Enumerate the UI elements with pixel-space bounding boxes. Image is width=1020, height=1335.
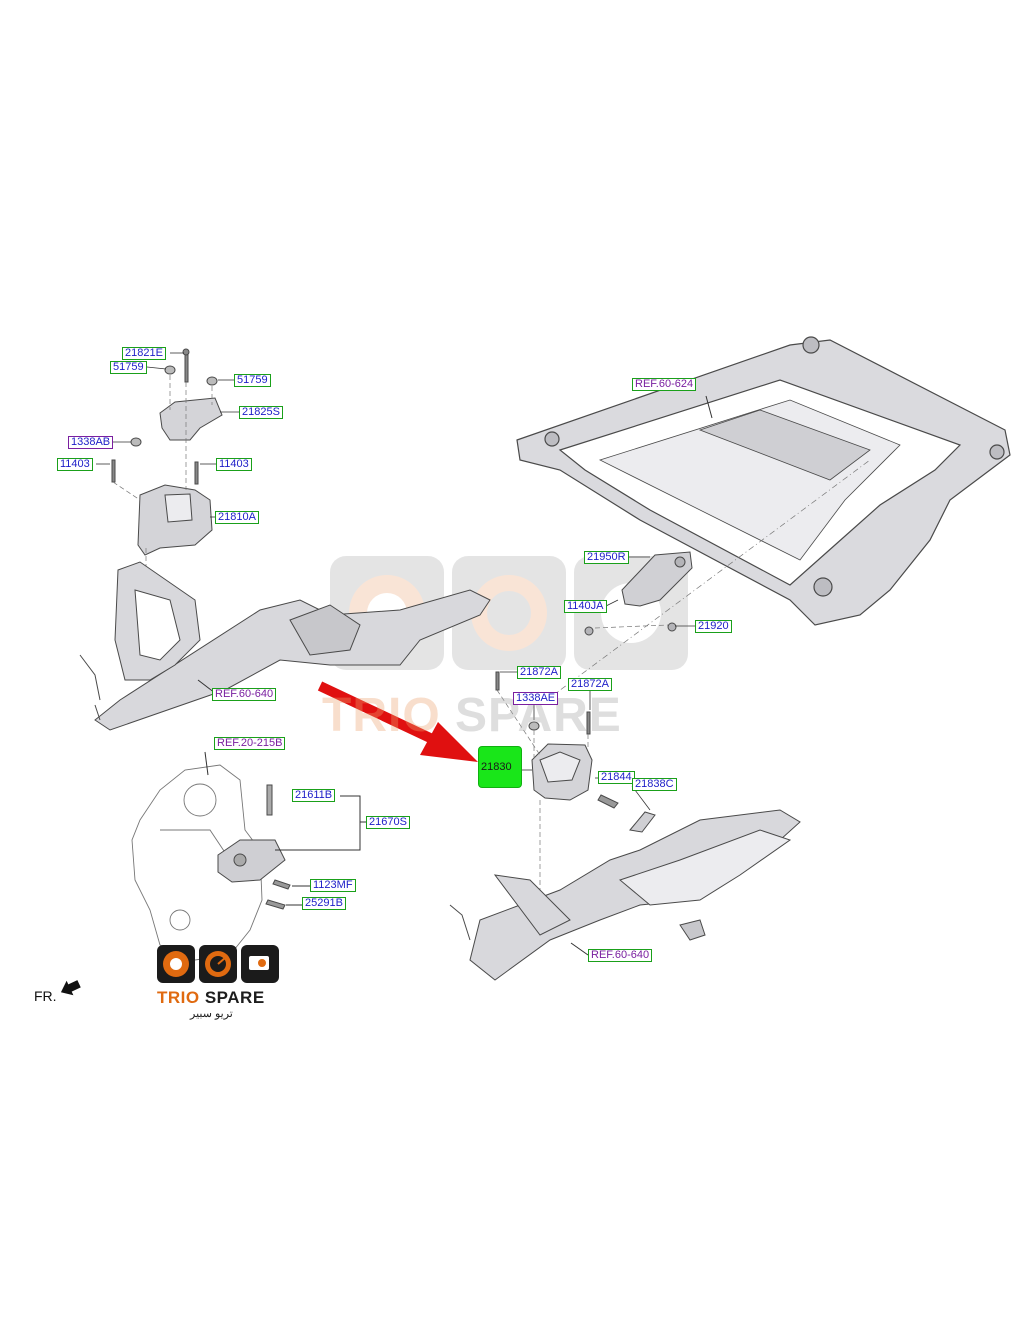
label-1338AB: 1338AB: [68, 436, 114, 449]
mount-stack-left: [111, 348, 223, 556]
label-11403-b: 11403: [216, 458, 252, 471]
side-member-right: [449, 809, 801, 981]
label-21872A-a: 21872A: [517, 666, 561, 679]
label-21950R: 21950R: [584, 551, 629, 564]
label-21670S: 21670S: [366, 816, 410, 829]
watermark-text: TRIO SPARE: [322, 689, 622, 742]
label-21844: 21844: [598, 771, 635, 784]
front-arrow-icon: [60, 980, 81, 996]
timing-cover: [131, 764, 263, 961]
label-21611B: 21611B: [292, 789, 336, 802]
label-51759-a: 51759: [110, 361, 147, 374]
label-1338AE: 1338AE: [513, 692, 559, 705]
label-ref-60-640-a: REF.60-640: [212, 688, 277, 701]
bracket-21950R: [584, 551, 693, 636]
label-21830-highlighted: 21830: [478, 746, 522, 788]
label-21825S: 21825S: [239, 406, 283, 419]
label-1123MF: 1123MF: [310, 879, 356, 892]
part-21670S: [217, 784, 291, 910]
front-direction-label: FR.: [34, 988, 57, 1004]
label-ref-20-215B: REF.20-215B: [214, 737, 286, 750]
label-11403-a: 11403: [57, 458, 93, 471]
label-21872A-b: 21872A: [568, 678, 612, 691]
label-51759-b: 51759: [234, 374, 271, 387]
brand-name-arabic: تريو سبير: [190, 1008, 233, 1020]
label-ref-60-640-b: REF.60-640: [588, 949, 653, 962]
label-1140JA: 1140JA: [564, 600, 607, 613]
label-21838C: 21838C: [632, 778, 677, 791]
label-21821E: 21821E: [122, 347, 166, 360]
side-member-left: [79, 561, 491, 731]
label-25291B: 25291B: [302, 897, 346, 910]
brand-icons: [157, 945, 279, 983]
brand-name: TRIO SPARE: [157, 988, 265, 1007]
label-ref-60-624: REF.60-624: [632, 378, 697, 391]
pointer-arrow: [317, 681, 478, 762]
label-21920: 21920: [695, 620, 732, 633]
label-21810A: 21810A: [215, 511, 259, 524]
subframe: [516, 336, 1011, 626]
